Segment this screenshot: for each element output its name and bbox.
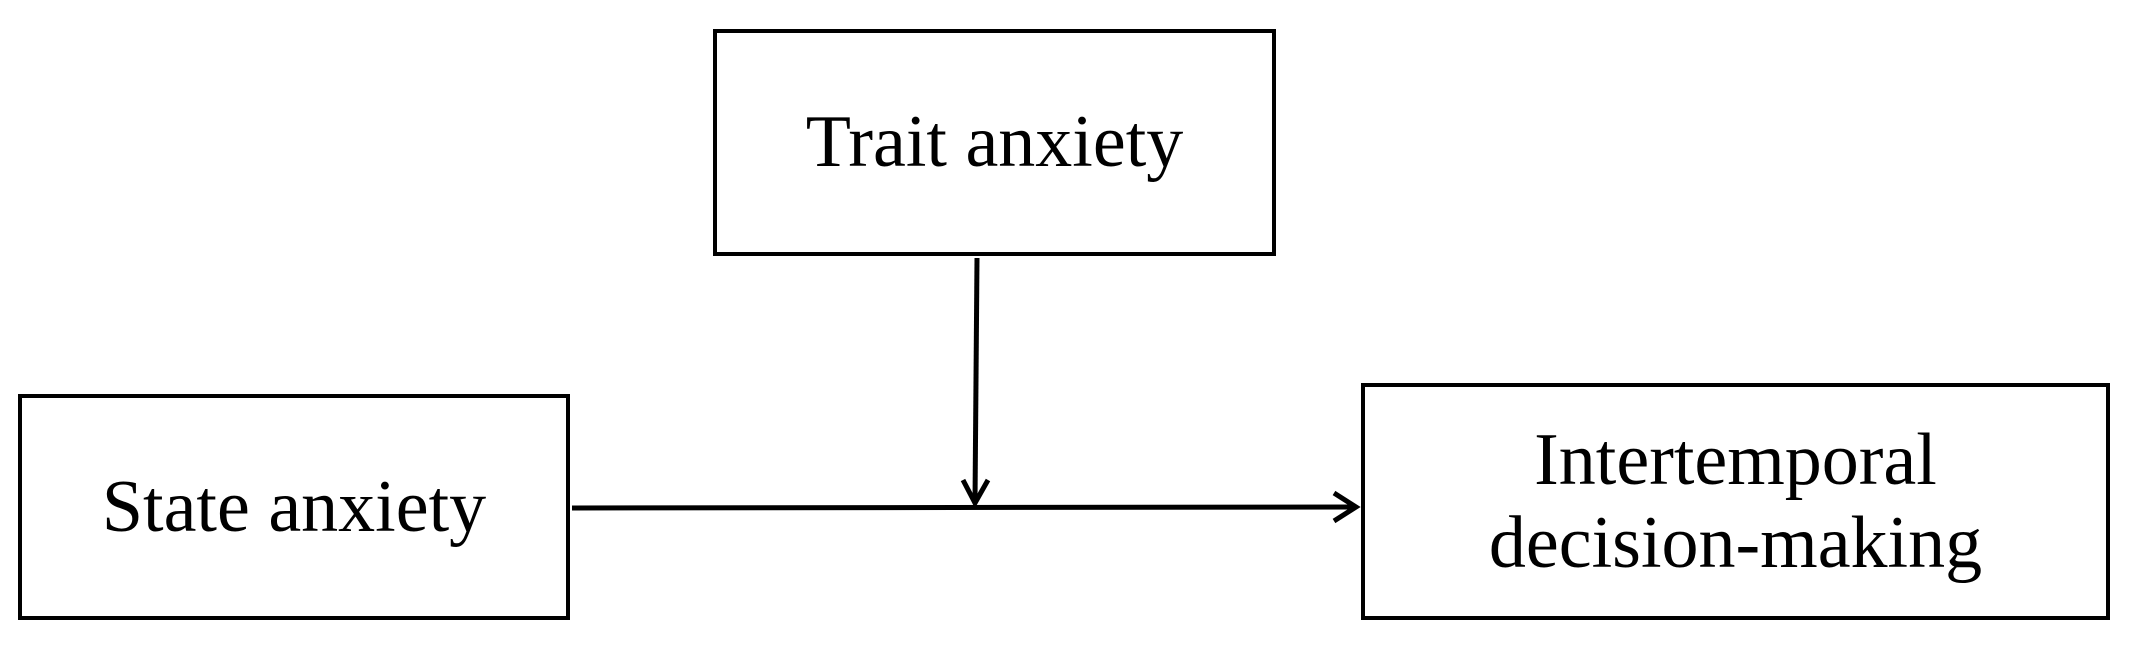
trait-anxiety-label: Trait anxiety: [805, 101, 1184, 184]
direct-effect-line: [571, 504, 1357, 511]
direct-effect-arrow: [571, 490, 1361, 524]
trait-anxiety-box: Trait anxiety: [713, 29, 1276, 256]
moderation-line: [972, 257, 980, 503]
state-anxiety-box: State anxiety: [18, 394, 570, 620]
moderation-arrowhead: [960, 478, 991, 509]
intertemporal-decision-making-box: Intertemporal decision-making: [1361, 383, 2110, 620]
intertemporal-decision-making-label: Intertemporal decision-making: [1488, 418, 1983, 584]
direct-effect-arrowhead: [1332, 490, 1361, 524]
state-anxiety-label: State anxiety: [101, 465, 487, 548]
moderation-arrow: [960, 257, 991, 509]
